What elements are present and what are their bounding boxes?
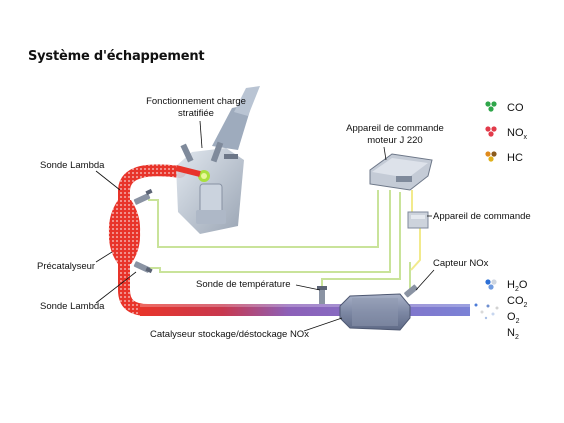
engine-label-line2: stratifiée	[178, 108, 214, 119]
n2-sub: 2	[514, 334, 519, 341]
nox-sensor-label: Capteur NOx	[433, 258, 489, 269]
clean-gas-molecule-icon	[485, 279, 497, 290]
legend-h2o: H2O	[507, 278, 527, 294]
engine-label-line1: Fonctionnement charge	[146, 96, 246, 107]
nox-control-unit	[407, 211, 429, 229]
leader-lines	[95, 120, 435, 332]
legend-co: CO	[507, 102, 524, 114]
ecu-label-line2: moteur J 220	[367, 135, 423, 146]
ecu-label-line1: Appareil de commande	[346, 123, 444, 134]
legend-co2: CO2	[507, 294, 527, 310]
h2o-tail: O	[518, 279, 528, 291]
signal-wiring	[148, 190, 411, 292]
temperature-sensor	[317, 286, 327, 304]
yellow-wiring	[410, 190, 421, 271]
n2-main: N	[507, 327, 515, 339]
ecu-label: Appareil de commande moteur J 220	[330, 123, 460, 147]
co2-main: CO	[507, 295, 524, 307]
co2-sub: 2	[523, 302, 528, 309]
co-molecule-icon	[485, 101, 497, 112]
exhaust-gas-dots	[474, 303, 499, 320]
engine-cutaway	[175, 86, 260, 234]
lambda-sensor-top-label: Sonde Lambda	[40, 160, 105, 171]
precatalyst	[108, 200, 141, 264]
precatalyst-label: Précatalyseur	[37, 261, 96, 272]
hc-molecule-icon	[485, 151, 497, 162]
temperature-sensor-label: Sonde de température	[196, 279, 291, 290]
nox-sensor	[404, 284, 418, 298]
h2o-sub: 2	[514, 286, 519, 293]
o2-main: O	[507, 311, 516, 323]
engine-label: Fonctionnement charge stratifiée	[121, 96, 271, 120]
page-title: Système d'échappement	[28, 49, 205, 64]
control-unit-label: Appareil de commande	[433, 211, 531, 222]
legend-o2: O2	[507, 310, 519, 326]
nox-molecule-icon	[485, 126, 497, 137]
legend-n2: N2	[507, 326, 519, 342]
lambda-sensor-top	[133, 188, 153, 205]
lambda-sensor-bottom	[133, 261, 153, 274]
lambda-sensor-bottom-label: Sonde Lambda	[40, 301, 105, 312]
nox-storage-catalyst	[339, 293, 411, 331]
ecu-j220	[369, 153, 433, 191]
o2-sub: 2	[515, 318, 520, 325]
h2o-main: H	[507, 279, 515, 291]
legend-hc: HC	[507, 152, 523, 164]
nox-catalyst-label: Catalyseur stockage/déstockage NOx	[150, 329, 309, 340]
legend-nox: NOx	[507, 127, 527, 141]
